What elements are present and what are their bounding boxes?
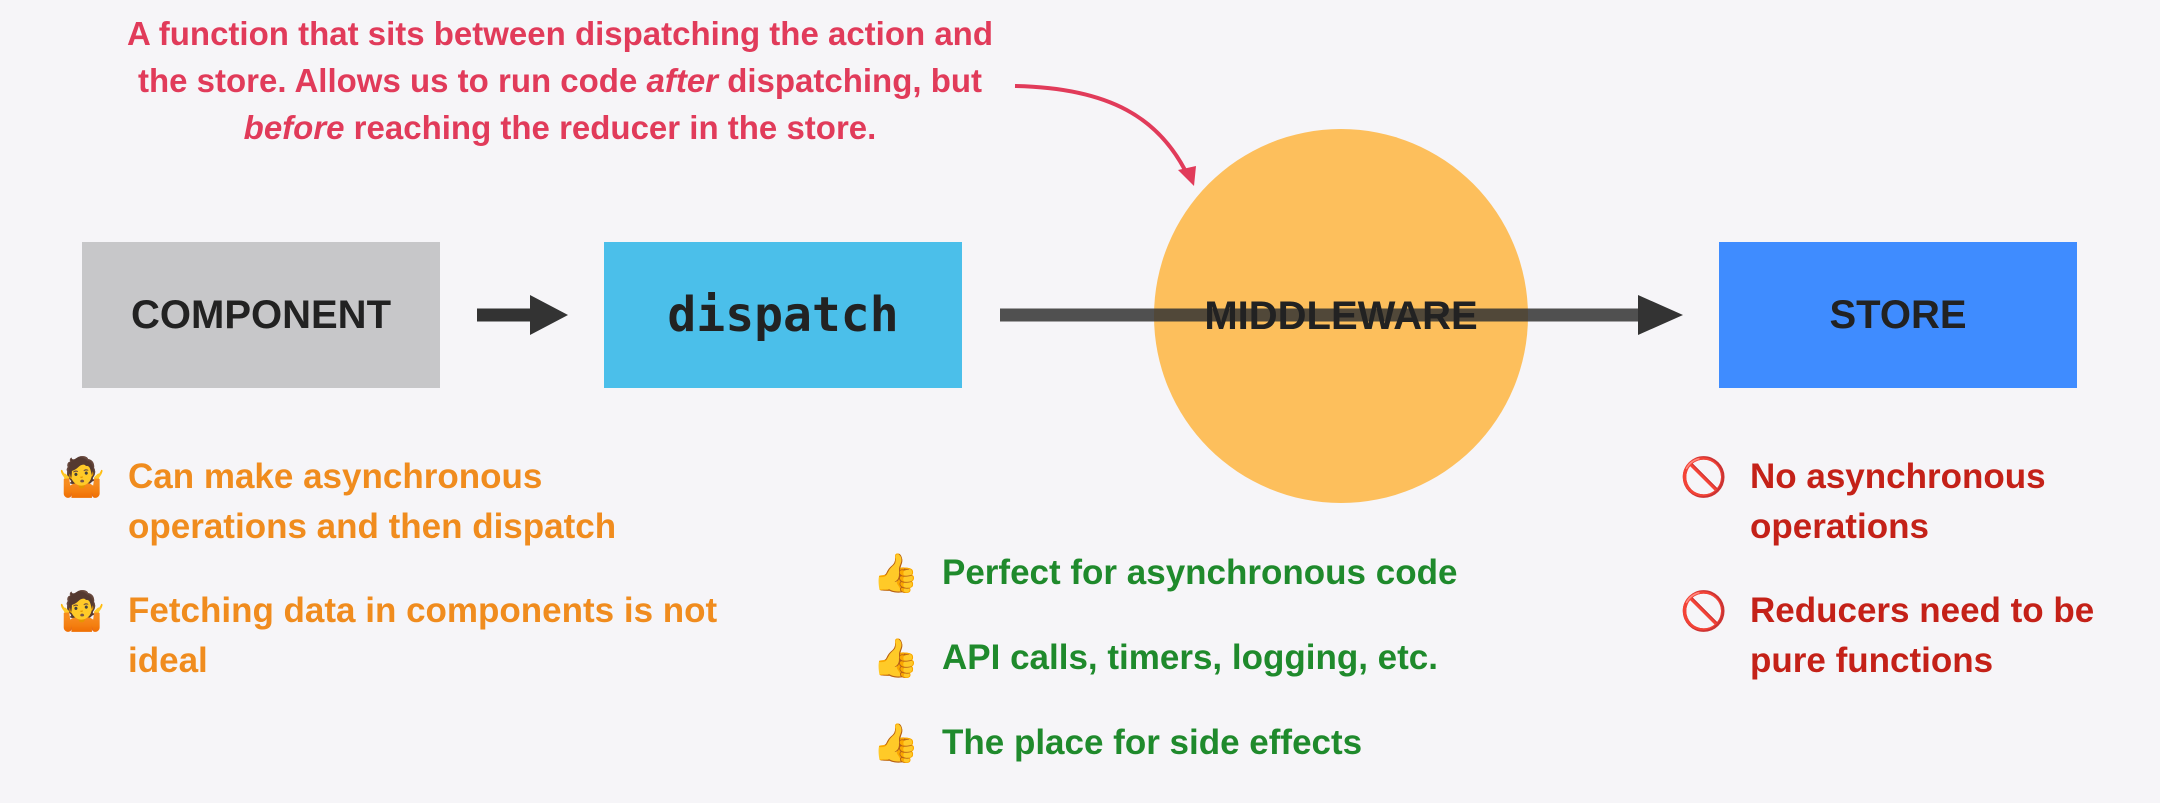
- list-item: 👍 Perfect for asynchronous code: [872, 548, 1612, 598]
- middleware-label: MIDDLEWARE: [1204, 293, 1478, 338]
- list-item: 👍 API calls, timers, logging, etc.: [872, 633, 1612, 683]
- list-item: 🚫 No asynchronous operations: [1680, 452, 2150, 552]
- no-entry-icon: 🚫: [1680, 455, 1728, 499]
- component-notes: 🤷 Can make asynchronous operations and t…: [58, 452, 718, 720]
- arrow-component-to-dispatch: [477, 295, 568, 335]
- person-shrugging-icon: 🤷: [58, 589, 106, 633]
- annotation-line-3: before reaching the reducer in the store…: [243, 109, 877, 146]
- annotation-line-2: the store. Allows us to run code after d…: [137, 62, 983, 99]
- annotation-pointer-arrow: [1014, 84, 1196, 186]
- middleware-annotation: A function that sits between dispatching…: [60, 10, 1060, 151]
- list-item: 🤷 Fetching data in components is not ide…: [58, 586, 718, 686]
- dispatch-box: dispatch: [604, 242, 962, 388]
- person-shrugging-icon: 🤷: [58, 455, 106, 499]
- thumbs-up-icon: 👍: [872, 721, 920, 765]
- arrow-dispatch-to-store: [1000, 295, 1683, 335]
- annotation-after: after: [646, 62, 719, 99]
- store-box: STORE: [1719, 242, 2077, 388]
- middleware-notes: 👍 Perfect for asynchronous code 👍 API ca…: [872, 548, 1612, 803]
- thumbs-up-icon: 👍: [872, 551, 920, 595]
- thumbs-up-icon: 👍: [872, 636, 920, 680]
- no-entry-icon: 🚫: [1680, 589, 1728, 633]
- annotation-line-1: A function that sits between dispatching…: [127, 15, 993, 52]
- flow-arrows: [477, 84, 1683, 335]
- annotation-before: before: [243, 109, 345, 146]
- list-item: 🚫 Reducers need to be pure functions: [1680, 586, 2150, 686]
- component-box: COMPONENT: [82, 242, 440, 388]
- store-notes: 🚫 No asynchronous operations 🚫 Reducers …: [1680, 452, 2150, 720]
- list-item: 👍 The place for side effects: [872, 718, 1612, 768]
- list-item: 🤷 Can make asynchronous operations and t…: [58, 452, 718, 552]
